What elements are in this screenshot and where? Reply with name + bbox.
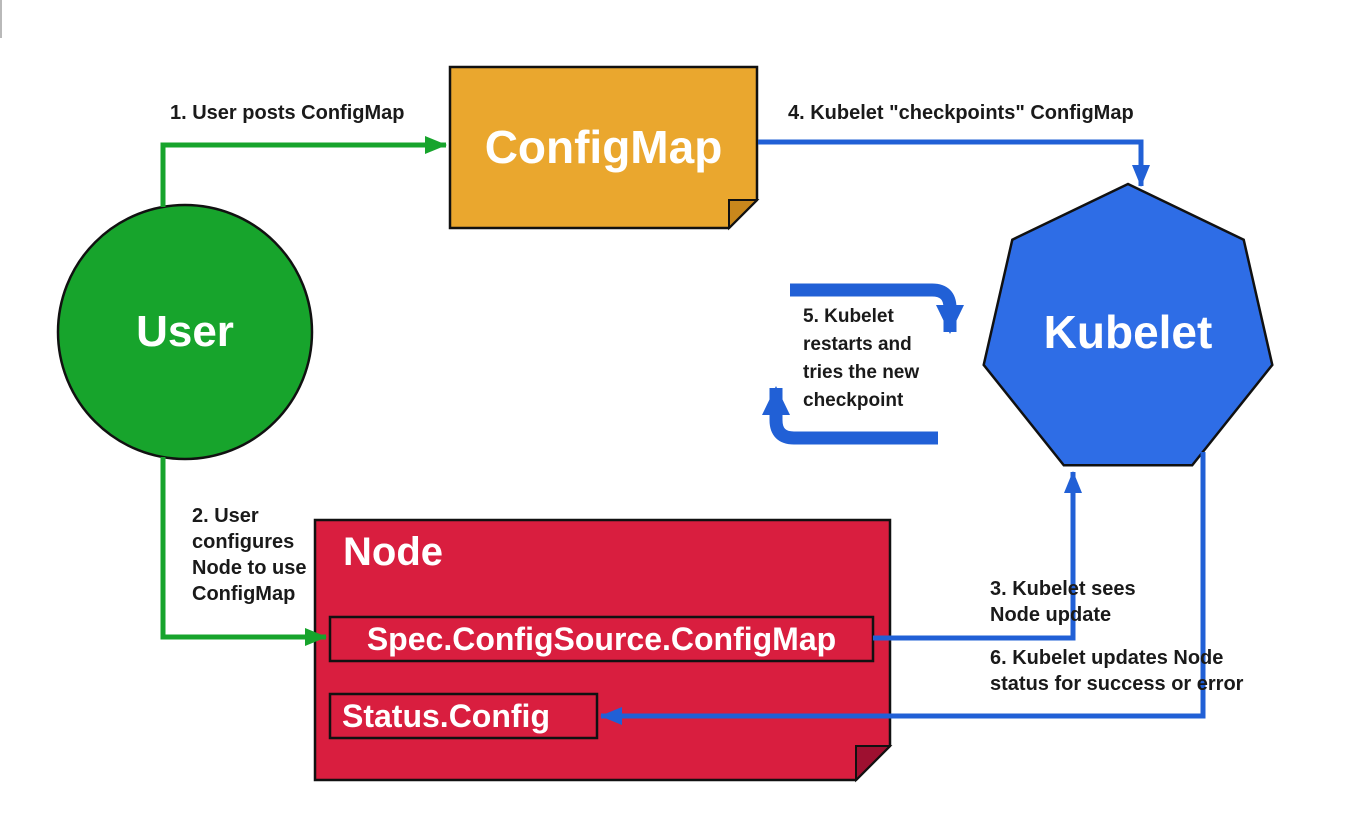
status-config-label: Status.Config [342,697,550,734]
arrow-step3-node-to-kubelet [873,471,1082,641]
kubelet-heptagon-shape [982,182,1274,467]
node-label: Node [343,530,443,574]
user-circle-shape [56,203,314,461]
loop-arrow-top [790,283,964,334]
page-edge-artifact [0,0,2,38]
arrow-step1-user-to-configmap [160,136,447,207]
arrow-step6-kubelet-to-status [600,452,1206,725]
restart-loop-icon [762,283,964,445]
step1-label: 1. User posts ConfigMap [170,102,405,124]
step3-label: 3. Kubelet sees Node update [990,578,1136,626]
loop-arrow-bottom [762,386,938,445]
user-label: User [136,307,234,356]
spec-configsource-label: Spec.ConfigSource.ConfigMap [366,620,837,657]
arrow-step4-configmap-to-kubelet [758,139,1150,187]
step6-label: 6. Kubelet updates Node status for succe… [990,647,1244,695]
step4-label: 4. Kubelet "checkpoints" ConfigMap [788,102,1134,124]
kubelet-label: Kubelet [1043,306,1213,358]
step2-label: 2. User configures Node to use ConfigMap [192,505,307,605]
configmap-note-fold-icon [728,199,760,231]
step5-label: 5. Kubelet restarts and tries the new ch… [803,306,920,411]
arrow-step2-user-to-node [160,457,327,646]
configmap-label: ConfigMap [484,121,723,173]
status-config-box [328,692,599,740]
spec-configsource-box [328,615,875,663]
node-note-fold-icon [855,745,893,783]
